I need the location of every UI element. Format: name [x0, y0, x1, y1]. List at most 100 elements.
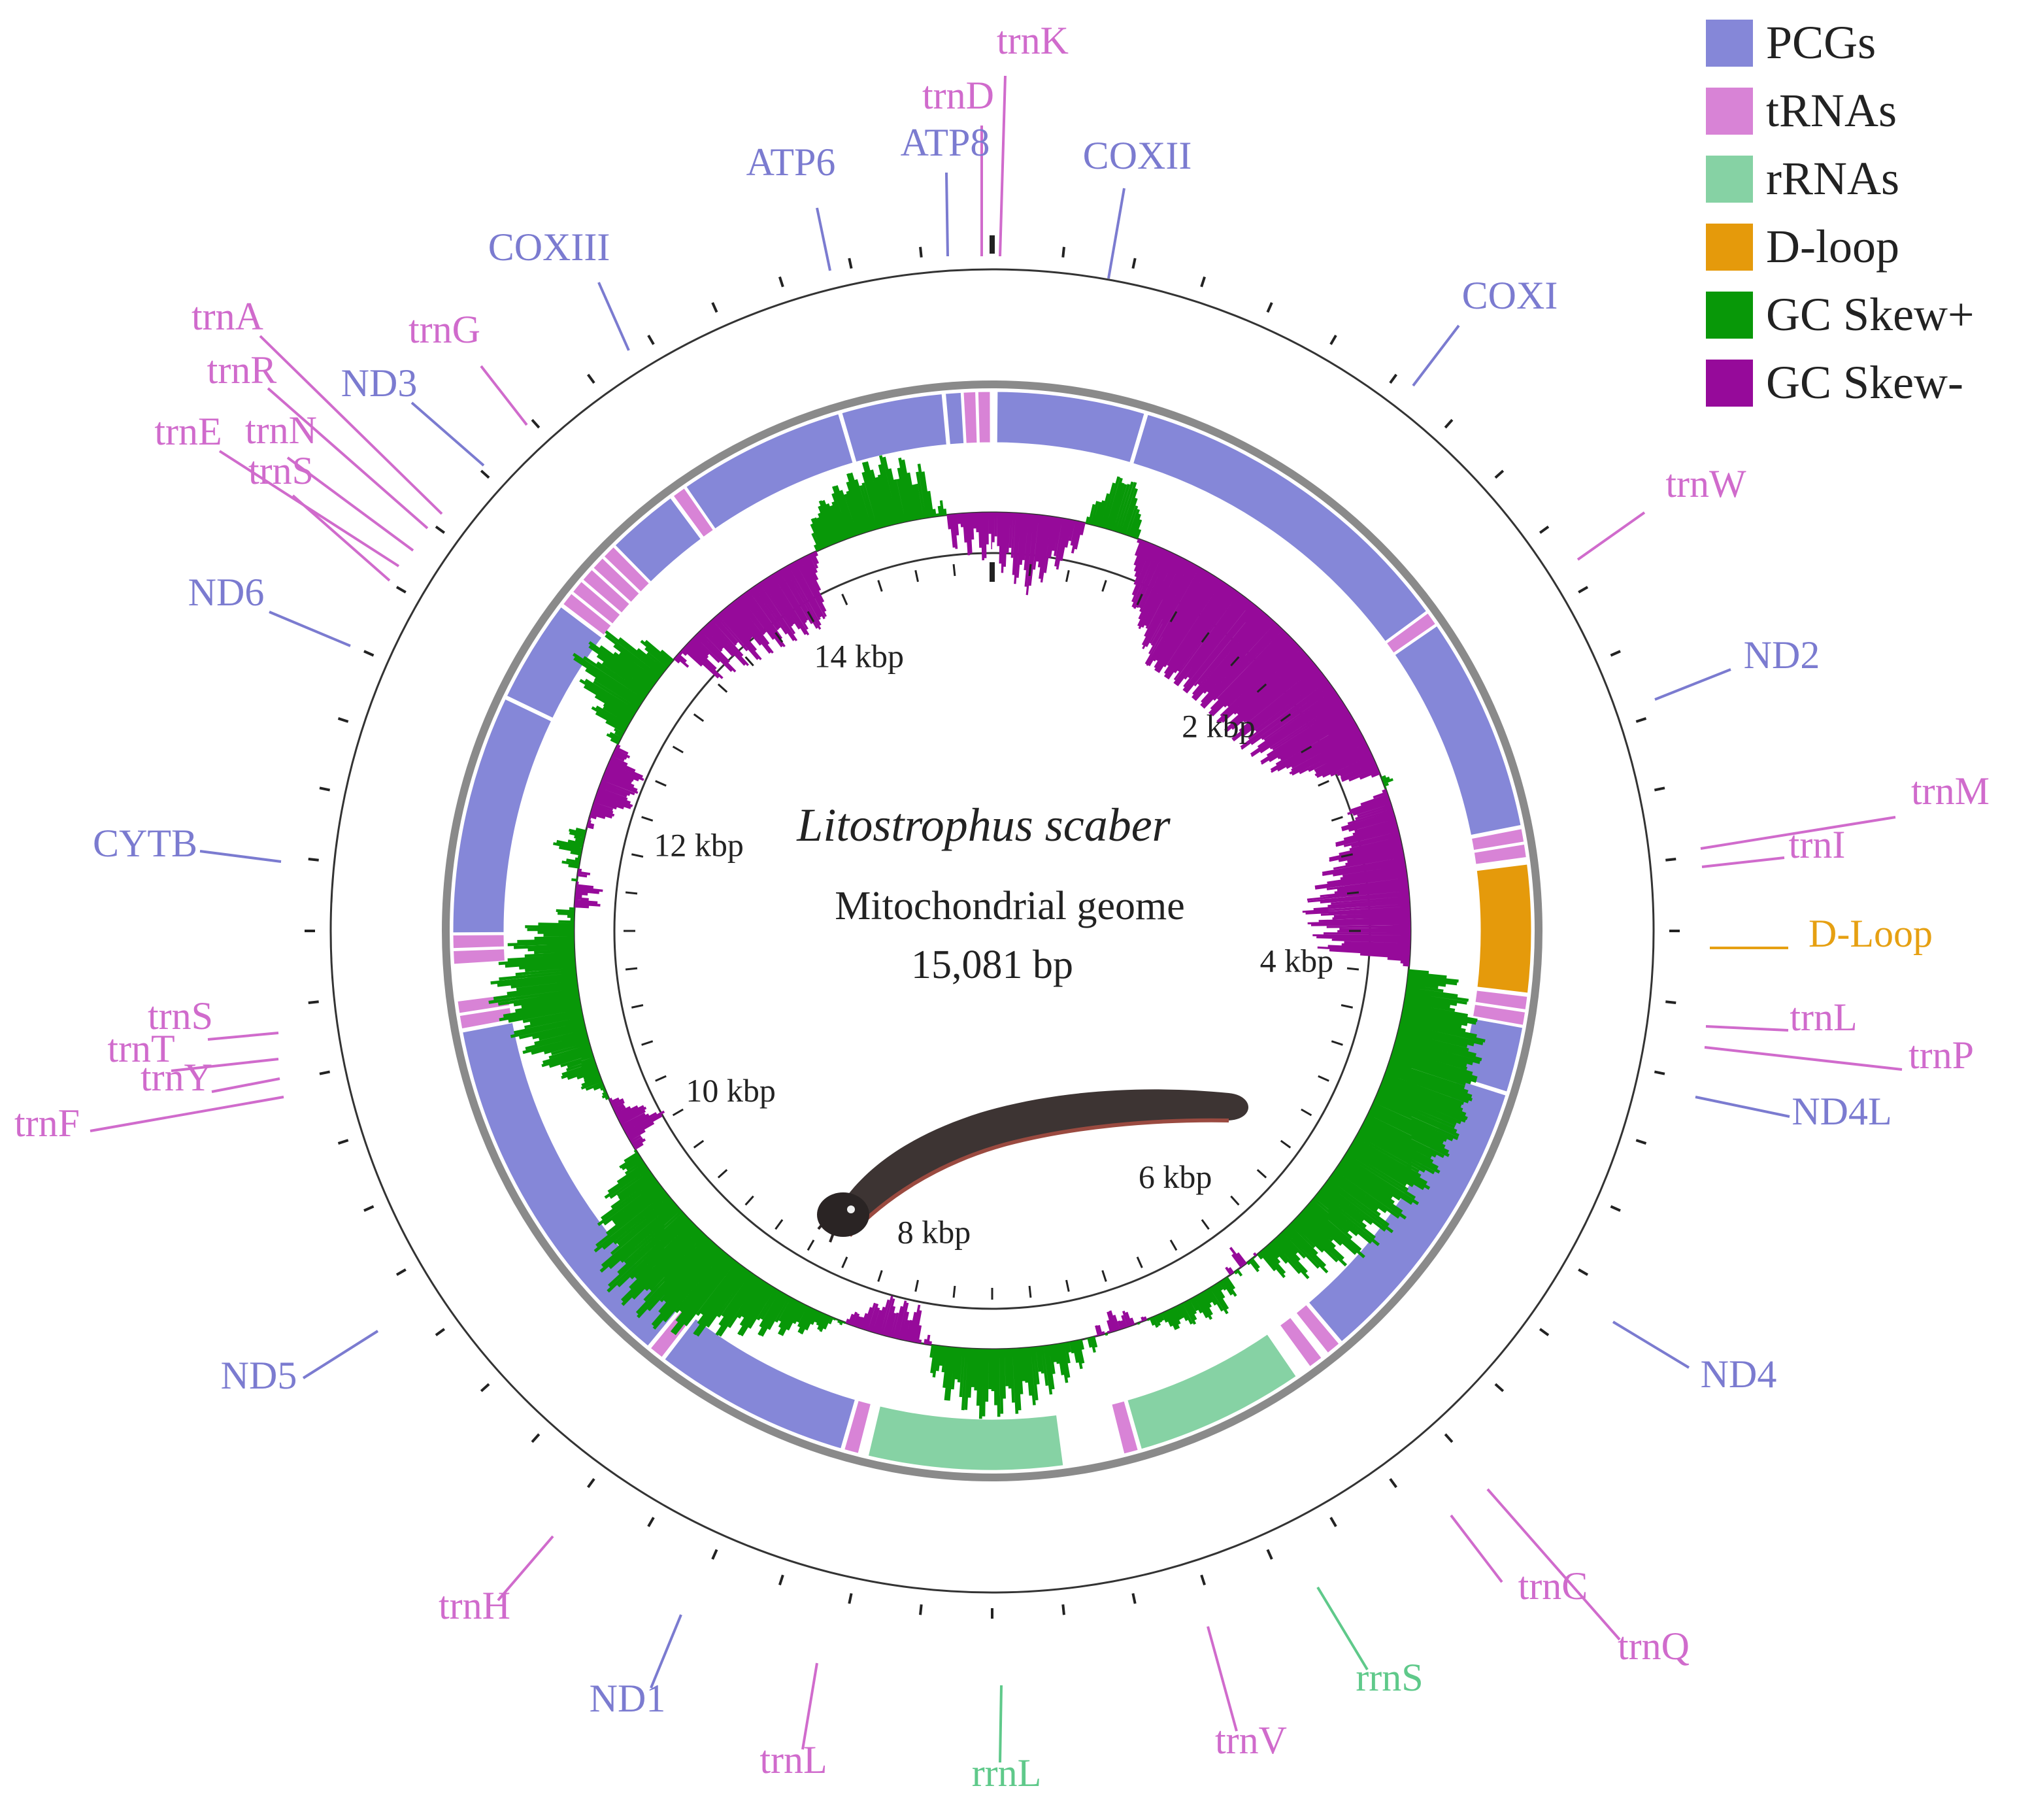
scale-tick: [1131, 1592, 1137, 1604]
feature-trnq: [1293, 1302, 1342, 1356]
scale-tick: [1136, 594, 1143, 605]
leader-line: [171, 1058, 279, 1072]
scale-tick: [877, 580, 883, 592]
feature-label-trns: trnS: [148, 994, 213, 1037]
scale-tick: [744, 1195, 754, 1206]
feature-coxi: [1131, 413, 1429, 644]
scale-tick: [877, 1270, 883, 1282]
scale-tick: [641, 1040, 654, 1046]
feature-rrnl: [866, 1404, 1065, 1472]
feature-label-coxii: COXII: [1083, 134, 1192, 177]
leader-line: [1486, 1488, 1621, 1641]
feature-trne: [580, 567, 632, 616]
scale-tick: [531, 1433, 541, 1443]
feature-atp6: [839, 392, 949, 464]
scale-tick: [1256, 683, 1267, 693]
feature-trnd: [961, 390, 979, 445]
scale-tick: [775, 632, 784, 643]
scale-tick: [1610, 1205, 1621, 1212]
legend-item-rrnas: rRNAs: [1706, 149, 2013, 217]
scale-tick: [531, 418, 541, 429]
feature-nd6: [505, 605, 605, 720]
scale-tick: [1061, 246, 1065, 258]
scale-tick: [1230, 1195, 1240, 1206]
scale-tick: [1654, 1070, 1665, 1075]
leader-line: [650, 1614, 682, 1689]
species-name: Litostrophus scaber: [796, 799, 1171, 851]
leader-line: [286, 456, 414, 552]
scale-tick: [1280, 1139, 1292, 1149]
scale-tick: [1539, 526, 1550, 534]
scale-tick: [655, 780, 667, 787]
legend-swatch: [1706, 20, 1753, 67]
scale-tick: [647, 1517, 655, 1528]
scale-tick: [717, 1169, 728, 1179]
feature-label-trnp: trnP: [1909, 1034, 1974, 1077]
scale-tick: [778, 1574, 784, 1586]
scale-tick: [587, 373, 595, 384]
feature-label-trnr: trnR: [207, 348, 277, 392]
scale-tick: [693, 1139, 705, 1149]
scale-tick: [919, 246, 923, 258]
feature-coxiii: [684, 412, 856, 531]
outer-circle: [329, 268, 1655, 1594]
leader-line: [1412, 324, 1460, 387]
feature-label-nd6: ND6: [188, 571, 265, 614]
scale-tick: [480, 469, 490, 479]
feature-label-trnk: trnK: [997, 19, 1069, 62]
legend-swatch: [1706, 224, 1753, 271]
scale-tick: [363, 1205, 375, 1212]
feature-label-coxiii: COXIII: [488, 226, 610, 269]
scale-tick: [1136, 1256, 1143, 1268]
scale-tick: [1101, 1270, 1107, 1282]
scale-tick: [1061, 1604, 1065, 1615]
scale-tick: [395, 586, 407, 594]
scale-tick: [952, 1285, 956, 1298]
kbp-label: 14 kbp: [814, 638, 905, 675]
feature-label-coxi: COXI: [1462, 274, 1558, 317]
legend-item-trnas: tRNAs: [1706, 81, 2013, 149]
scale-tick: [480, 1383, 490, 1392]
scale-tick: [744, 656, 754, 667]
feature-trns: [561, 591, 614, 637]
feature-track: [451, 390, 1533, 1472]
scale-tick: [1494, 1383, 1505, 1392]
scale-tick: [435, 1328, 446, 1336]
scale-tick: [1329, 1517, 1337, 1528]
scale-tick: [919, 1604, 923, 1615]
scale-tick: [1028, 1285, 1032, 1298]
feature-label-atp6: ATP6: [746, 141, 836, 184]
scale-tick: [631, 1004, 644, 1009]
scale-tick: [1065, 1279, 1070, 1292]
kbp-label: 8 kbp: [897, 1213, 971, 1250]
scale-tick: [1280, 713, 1292, 722]
leader-line: [480, 365, 528, 426]
feature-nd3: [612, 496, 703, 584]
scale-tick: [1635, 1139, 1647, 1145]
scale-tick: [1200, 276, 1206, 288]
scale-tick: [1318, 1075, 1329, 1082]
legend-label: GC Skew-: [1766, 356, 1963, 409]
scale-tick: [693, 713, 705, 722]
leader-line: [945, 172, 949, 257]
scale-tick: [952, 564, 956, 577]
scale-tick: [1341, 853, 1353, 858]
scale-tick: [1654, 786, 1665, 792]
kbp-label: 10 kbp: [686, 1072, 776, 1109]
scale-tick: [717, 683, 728, 693]
leader-line: [801, 1662, 818, 1750]
legend-swatch: [1706, 156, 1753, 203]
scale-tick: [1101, 580, 1107, 592]
feature-trnr: [591, 556, 642, 605]
feature-trnc: [1277, 1315, 1324, 1369]
scale-tick: [308, 858, 319, 862]
feature-trns: [451, 933, 506, 951]
leader-line: [269, 611, 351, 647]
leader-line: [999, 1685, 1003, 1763]
legend-item-dloop: D-loop: [1706, 217, 2013, 285]
scale-tick: [672, 745, 684, 754]
feature-label-atp8: ATP8: [901, 121, 990, 164]
feature-trng: [671, 486, 716, 539]
feature-nd1: [662, 1317, 858, 1451]
genome-length: 15,081 bp: [911, 943, 1073, 987]
